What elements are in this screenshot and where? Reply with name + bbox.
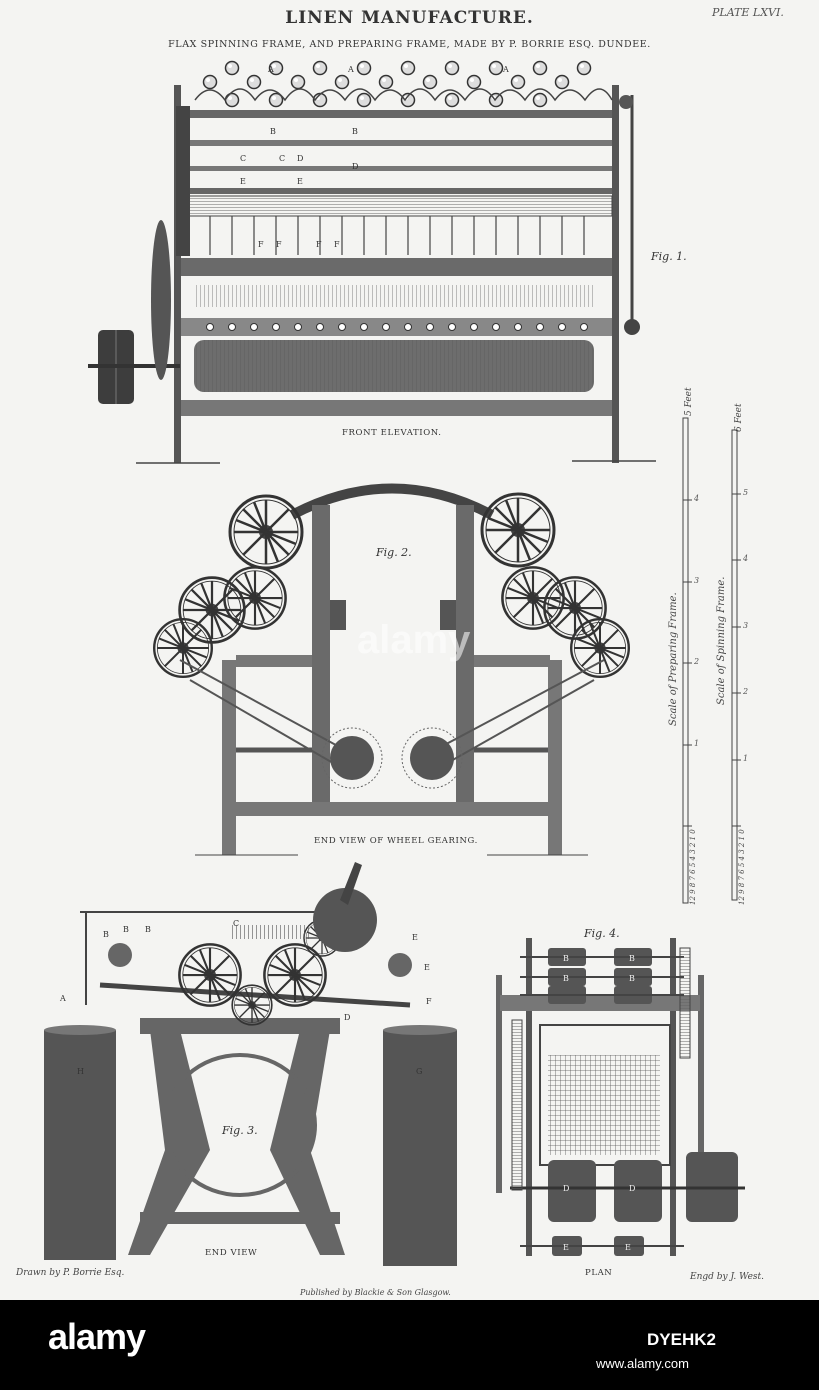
svg-text:F: F <box>258 240 264 249</box>
scale-spinning-tick: 5 <box>743 488 749 497</box>
svg-text:A: A <box>502 65 509 74</box>
scale-preparing-tick: 4 <box>694 494 700 503</box>
plate-subtitle: FLAX SPINNING FRAME, AND PREPARING FRAME… <box>168 39 651 50</box>
svg-text:B: B <box>123 925 129 934</box>
svg-text:B: B <box>145 925 151 934</box>
svg-text:C: C <box>240 154 246 163</box>
svg-text:D: D <box>352 162 358 171</box>
scale-preparing-tick: 2 <box>694 657 700 666</box>
stock-footer-bar <box>0 1300 819 1390</box>
scale-spinning-tick: 1 <box>743 754 749 763</box>
fig4-plan: B B B B D D E E <box>496 938 745 1256</box>
engraving-plate: LINEN MANUFACTURE. FLAX SPINNING FRAME, … <box>0 0 819 1300</box>
machinery-engraving: A A A B B C C D D E E F F F F <box>44 60 745 1266</box>
scale-preparing-tick: 3 <box>694 576 700 585</box>
svg-text:B: B <box>352 127 358 136</box>
watermark-logo: alamy <box>357 618 471 662</box>
svg-text:E: E <box>297 177 303 186</box>
svg-text:E: E <box>424 963 430 972</box>
svg-text:B: B <box>270 127 276 136</box>
scale-spinning-fine: 12 9 8 7 6 5 4 3 2 1 0 <box>738 829 746 905</box>
svg-text:C: C <box>279 154 285 163</box>
fig3-end-view: B B B C D E E F A H G <box>44 862 457 1266</box>
svg-text:B: B <box>103 930 109 939</box>
scale-preparing-tick: 1 <box>694 739 700 748</box>
svg-text:D: D <box>563 1184 569 1193</box>
scale-spinning-tick: 3 <box>743 621 749 630</box>
scale-bars <box>682 417 741 904</box>
svg-text:C: C <box>233 919 239 928</box>
svg-text:B: B <box>563 974 569 983</box>
svg-text:D: D <box>297 154 303 163</box>
fig1-label: Fig. 1. <box>651 250 687 263</box>
scale-spinning-label: Scale of Spinning Frame. <box>716 576 727 705</box>
drawn-by-credit: Drawn by P. Borrie Esq. <box>16 1268 125 1278</box>
plate-number: PLATE LXVI. <box>712 6 784 19</box>
svg-text:G: G <box>416 1067 422 1076</box>
scale-preparing-label: Scale of Preparing Frame. <box>668 592 679 726</box>
svg-text:F: F <box>426 997 432 1006</box>
engraver-credit: Engd by J. West. <box>690 1272 765 1282</box>
scale-preparing-fine: 12 9 8 7 6 5 4 3 2 1 0 <box>689 829 697 905</box>
fig1-front-elevation: A A A B B C C D D E E F F F F <box>88 60 656 464</box>
stock-brand-logo: alamy <box>48 1316 146 1357</box>
scale-spinning-tick: 2 <box>743 687 749 696</box>
svg-text:E: E <box>625 1243 631 1252</box>
svg-text:F: F <box>316 240 322 249</box>
fig4-label: Fig. 4. <box>584 927 620 940</box>
svg-text:B: B <box>629 974 635 983</box>
fig2-label: Fig. 2. <box>376 546 412 559</box>
fig3-label: Fig. 3. <box>222 1124 258 1137</box>
svg-text:A: A <box>59 994 66 1003</box>
svg-text:B: B <box>629 954 635 963</box>
svg-text:A: A <box>347 65 354 74</box>
publisher-credit: Published by Blackie & Son Glasgow. <box>300 1288 451 1297</box>
svg-text:F: F <box>276 240 282 249</box>
scale-spinning-unit: 6 Feet <box>734 403 744 432</box>
svg-text:D: D <box>344 1013 350 1022</box>
fig2-caption: END VIEW OF WHEEL GEARING. <box>314 836 478 846</box>
fig2-wheel-gearing <box>152 483 630 856</box>
svg-text:F: F <box>334 240 340 249</box>
letter-A: A <box>267 65 274 74</box>
fig1-caption: FRONT ELEVATION. <box>342 428 442 438</box>
svg-text:H: H <box>77 1067 84 1076</box>
svg-text:B: B <box>563 954 569 963</box>
scale-preparing-unit: 5 Feet <box>684 387 694 416</box>
stock-image-id: DYEHK2 <box>647 1330 716 1349</box>
svg-text:E: E <box>240 177 246 186</box>
svg-text:E: E <box>412 933 418 942</box>
plate-title: LINEN MANUFACTURE. <box>285 8 534 28</box>
svg-text:E: E <box>563 1243 569 1252</box>
stock-url: www.alamy.com <box>596 1356 689 1371</box>
fig3-caption: END VIEW <box>205 1248 258 1258</box>
svg-text:D: D <box>629 1184 635 1193</box>
scale-spinning-tick: 4 <box>743 554 749 563</box>
fig4-caption: PLAN <box>585 1268 613 1278</box>
